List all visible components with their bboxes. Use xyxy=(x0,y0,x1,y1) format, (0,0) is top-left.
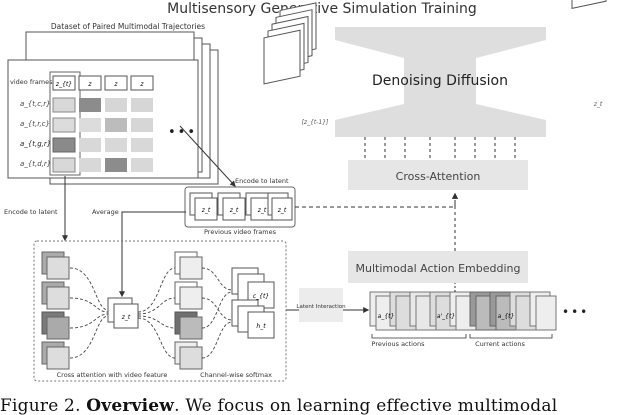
cross-attn-video-label: Cross attention with video feature xyxy=(57,371,168,379)
prev-frame-token-3: z_t xyxy=(257,207,267,214)
prev-frame-token-2: z_t xyxy=(229,207,239,214)
figure-title: Multisensory Generative Simulation Train… xyxy=(167,1,477,17)
output-frames-label: z_t xyxy=(593,101,603,108)
cross-attention-block xyxy=(348,160,528,190)
average-label: Average xyxy=(92,208,119,216)
row-label-action-4: a_{t,d,r} xyxy=(20,160,51,168)
action-token-2: a'_{t} xyxy=(437,313,455,320)
action-embedding-label: Multimodal Action Embedding xyxy=(356,262,521,275)
prev-frames-to-attention xyxy=(295,192,458,208)
caption-rest: . We focus on learning effective multimo… xyxy=(174,396,558,415)
action-token-1: a_{t} xyxy=(378,313,395,320)
dataset-title: Dataset of Paired Multimodal Trajectorie… xyxy=(51,22,205,31)
frame-token-3: z xyxy=(113,81,118,88)
diffusion-block xyxy=(335,27,546,137)
row-label-video-frames: video frames xyxy=(10,78,53,86)
cross-attention-label: Cross-Attention xyxy=(396,170,481,183)
interaction-region xyxy=(33,240,287,382)
side-token-2: h_t xyxy=(256,323,266,330)
row-label-action-3: a_{t,g,r} xyxy=(20,140,51,148)
softmax-tokens xyxy=(231,267,275,339)
caption-prefix: Figure 2. xyxy=(0,396,81,415)
encode-latent-right-label: Encode to latent xyxy=(235,177,289,185)
attention-dashed-links xyxy=(364,137,516,160)
previous-frames-label: Previous video frames xyxy=(204,228,277,236)
input-frames-label: [z_{t-1}] xyxy=(302,119,329,126)
row-label-action-1: a_{t,c,r} xyxy=(20,100,51,108)
channel-softmax-label: Channel-wise softmax xyxy=(200,371,272,379)
action-token-row xyxy=(369,291,557,331)
encode-latent-left-label: Encode to latent xyxy=(4,208,58,216)
diffusion-label: Denoising Diffusion xyxy=(372,73,508,89)
center-token-label: z_t xyxy=(121,314,131,321)
right-action-tokens xyxy=(174,251,203,370)
side-token-1: c_{t} xyxy=(253,293,269,300)
row-label-action-2: a_{t,r,c} xyxy=(20,120,50,128)
video-frame-tokens: z_{t} z z z xyxy=(52,75,154,91)
action-grid xyxy=(52,97,153,173)
action-row-ellipsis: ••• xyxy=(562,305,589,319)
previous-frame-tokens xyxy=(189,192,293,221)
average-arrow xyxy=(119,211,186,298)
previous-actions-label: Previous actions xyxy=(372,340,426,348)
action-embedding-block xyxy=(348,251,528,283)
input-frames-stack xyxy=(263,2,317,85)
prev-frame-token-4: z_t xyxy=(277,207,287,214)
left-action-tokens xyxy=(41,251,70,370)
caption-bold: Overview xyxy=(86,396,175,415)
latent-interaction-box xyxy=(299,288,343,322)
dataset-ellipsis: ••• xyxy=(168,125,197,140)
prev-frame-token-1: z_t xyxy=(201,207,211,214)
attention-curves xyxy=(69,267,233,359)
output-frames-stack xyxy=(571,0,613,10)
frame-token-4: z xyxy=(139,81,144,88)
figure-caption: Figure 2. Overview. We focus on learning… xyxy=(0,396,640,415)
current-actions-label: Current actions xyxy=(475,340,525,348)
frame-token-2: z xyxy=(87,81,92,88)
frame-token-1: z_{t} xyxy=(55,81,72,88)
action-token-3: a_{t} xyxy=(498,313,515,320)
latent-interaction-label-line: Latent Interaction xyxy=(296,304,346,310)
